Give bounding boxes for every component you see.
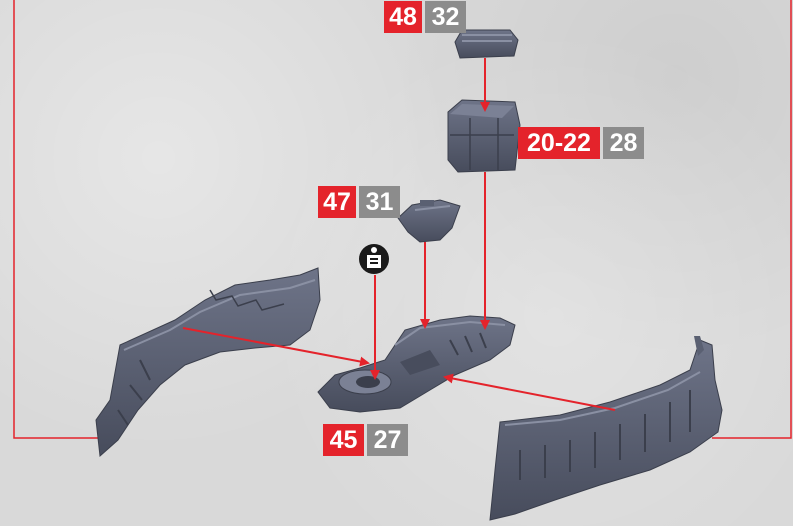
left-bracket-line [14, 0, 98, 438]
part-number-top: 48 [384, 1, 422, 33]
sprue-number-turret: 31 [359, 186, 400, 218]
left-side-panel-part [96, 268, 320, 456]
part-number-crate: 20-22 [518, 127, 600, 159]
right-bracket-line [712, 0, 791, 438]
right-side-panel-part [490, 336, 722, 520]
sprue-number-hull: 27 [367, 424, 408, 456]
part-label-top: 48 32 [384, 1, 466, 33]
part-number-turret: 47 [318, 186, 356, 218]
arrow-right-panel-to-hull [445, 377, 615, 410]
part-label-crate: 20-22 28 [518, 127, 644, 159]
turret-part [398, 200, 460, 242]
person-document-icon [359, 244, 389, 274]
crate-part [448, 100, 520, 172]
part-label-hull: 45 27 [323, 424, 408, 456]
sprue-number-crate: 28 [603, 127, 644, 159]
part-number-hull: 45 [323, 424, 364, 456]
hull-part [318, 316, 515, 412]
sprue-number-top: 32 [425, 1, 466, 33]
part-label-turret: 47 31 [318, 186, 400, 218]
top-part [455, 30, 518, 58]
